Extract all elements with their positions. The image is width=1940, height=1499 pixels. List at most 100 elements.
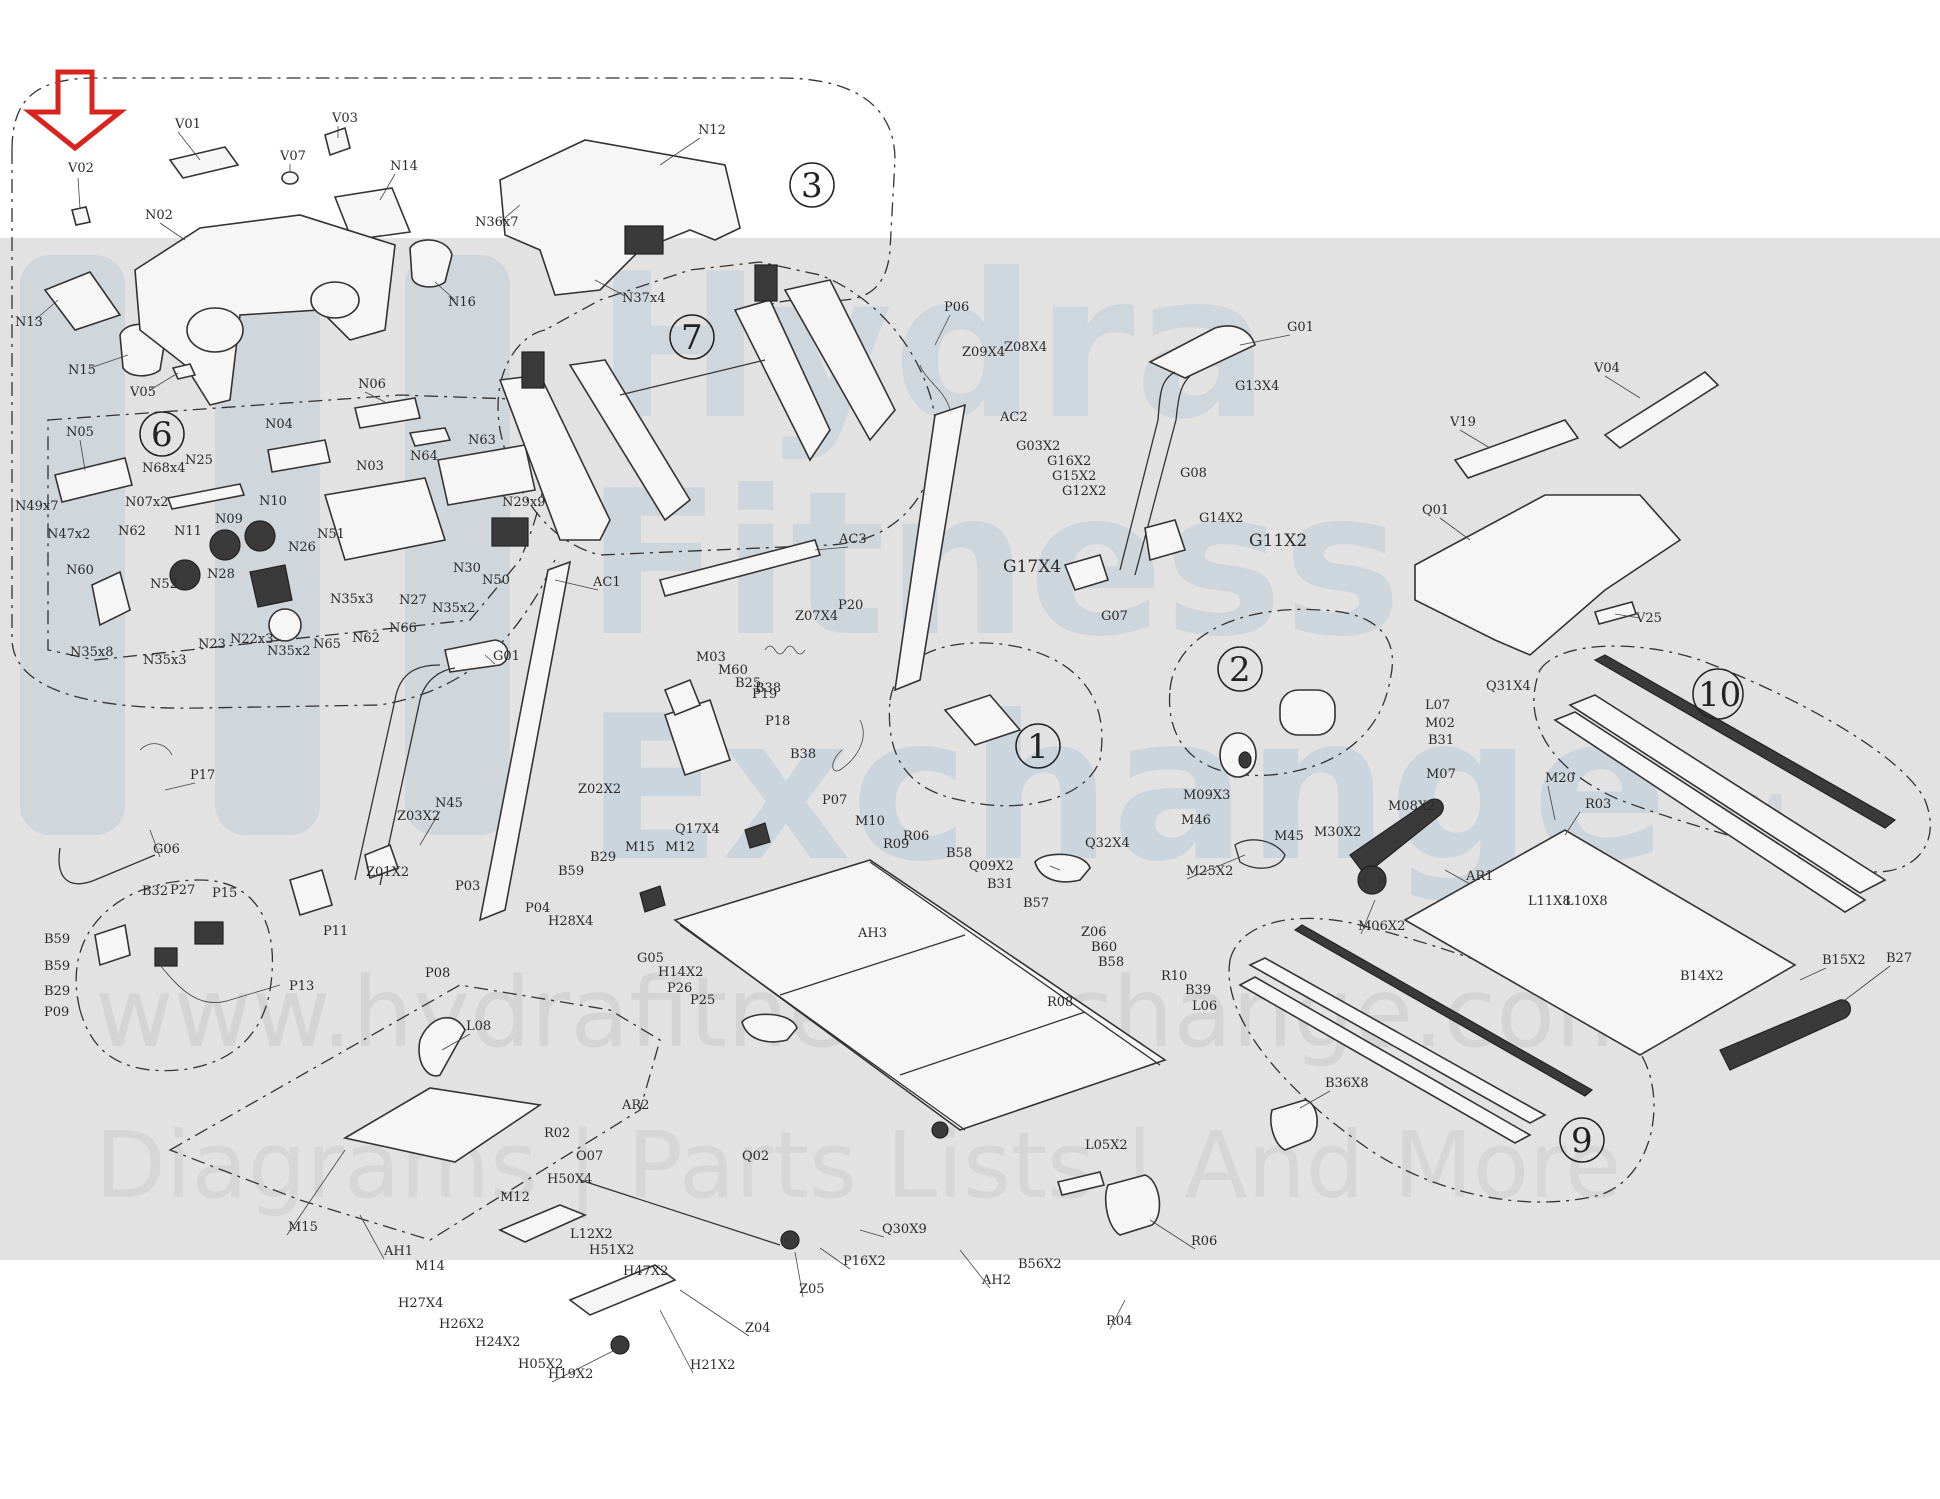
leader-line [441,1033,471,1051]
part-label-h27x4: H27X4 [398,1296,443,1311]
roller-AR2 [1719,999,1852,1071]
speaker-N09 [209,529,241,561]
belt-R03 [1234,839,1286,869]
leader-line [379,173,396,201]
part-label-p20: P20 [838,598,863,613]
watermark-line1: Hydra [595,231,1270,464]
part-label-b32: B32 [142,884,168,899]
incline-frame-AH1 [498,1204,588,1243]
bottle-holder-N16 [409,239,453,288]
part-label-p11: P11 [323,924,348,939]
part-label-m07: M07 [1426,767,1456,782]
part-label-v07: V07 [279,149,306,164]
leader-line [484,654,496,665]
part-label-z06: Z06 [1081,925,1107,940]
bracket-M03 [663,678,702,717]
group-outline-controller [75,879,274,1072]
part-label-g05: G05 [637,951,664,966]
group-number-9: 9 [1571,1121,1593,1161]
pad-7-right [754,264,778,302]
upright-cover-right [783,279,896,442]
wheel-R06 [931,1121,949,1139]
part-label-g07: G07 [1101,609,1128,624]
handrail-G01-left [444,639,509,673]
part-label-h47x2: H47X2 [623,1264,668,1279]
part-label-n14: N14 [390,159,418,174]
part-label-q09x2: Q09X2 [969,859,1014,874]
leader-line [1444,869,1471,885]
part-label-g03x2: G03X2 [1016,439,1060,454]
part-label-p04: P04 [525,901,550,916]
part-label-g01: G01 [1287,320,1314,335]
part-label-q31x4: Q31X4 [1486,679,1531,694]
leader-line [499,204,521,223]
part-label-n35x2: N35x2 [432,601,476,616]
part-label-p26: P26 [667,981,692,996]
part-label-z03x2: Z03X2 [397,809,440,824]
part-label-m60: M60 [718,663,748,678]
leader-line [149,372,179,391]
part-label-m12: M12 [500,1190,530,1205]
part-label-p27: P27 [170,883,195,898]
incline-frame-AH2 [568,1264,677,1316]
grille-N29x9 [491,517,529,547]
part-label-r10: R10 [1161,969,1187,984]
part-label-n16: N16 [448,295,476,310]
leader-line [434,281,456,301]
frame-cross-2 [899,1011,1086,1076]
part-label-b57: B57 [1023,896,1049,911]
wheel-AH2 [610,1335,630,1355]
watermark-line3: Exchange [585,673,1668,906]
part-label-n25: N25 [185,453,213,468]
part-label-ah2: AH2 [981,1273,1011,1288]
decal-V02 [71,206,91,226]
part-label-r02: R02 [544,1126,570,1141]
part-label-b58: B58 [1098,955,1124,970]
part-label-h24x2: H24X2 [475,1335,520,1350]
tray-N13 [43,271,122,331]
button-V07 [281,171,299,185]
group-circle-9 [1559,1117,1605,1163]
part-label-n64: N64 [410,449,438,464]
console-N02-cup-right [310,281,360,319]
part-label-z08x4: Z08X4 [1004,340,1047,355]
part-label-m15: M15 [288,1220,318,1235]
part-label-q02: Q02 [742,1149,769,1164]
frame-rail-left [679,924,966,1131]
group-number-2: 2 [1229,650,1251,690]
panel-N04 [267,439,331,473]
group-number-1: 1 [1027,727,1049,767]
group-circle-2 [1217,646,1263,692]
part-label-b38: B38 [755,681,781,696]
part-label-g13x4: G13X4 [1235,379,1279,394]
cover-G06 [364,843,400,880]
group-number-10: 10 [1698,675,1741,715]
part-label-z07x4: Z07X4 [795,609,838,624]
part-label-p06: P06 [944,300,969,315]
rail-group-9-a [1248,957,1547,1124]
upright-cover-mid-right [733,299,831,462]
part-label-n29x9: N29x9 [502,495,546,510]
cover-G05 [289,868,333,917]
part-label-l08: L08 [466,1019,491,1034]
part-label-v03: V03 [331,111,358,126]
part-label-n51: N51 [317,527,345,542]
part-label-n35x8: N35x8 [70,645,114,660]
part-label-m12: M12 [665,840,695,855]
part-label-p25: P25 [690,993,715,1008]
part-label-n37x4: N37x4 [622,291,666,306]
pad-7-left [521,351,545,389]
upright-cover-mid-left [568,359,692,522]
leader-line [819,1247,851,1270]
group-outline-electronics [11,150,556,709]
part-label-g06: G06 [153,842,180,857]
bracket-N60 [91,570,131,627]
part-label-n49x7: N49x7 [15,499,59,514]
part-label-m03: M03 [696,650,726,665]
part-label-g17x4: G17X4 [1003,557,1061,577]
group-circle-3 [789,162,835,208]
leader-line [859,1229,885,1238]
part-label-v02: V02 [67,161,94,176]
